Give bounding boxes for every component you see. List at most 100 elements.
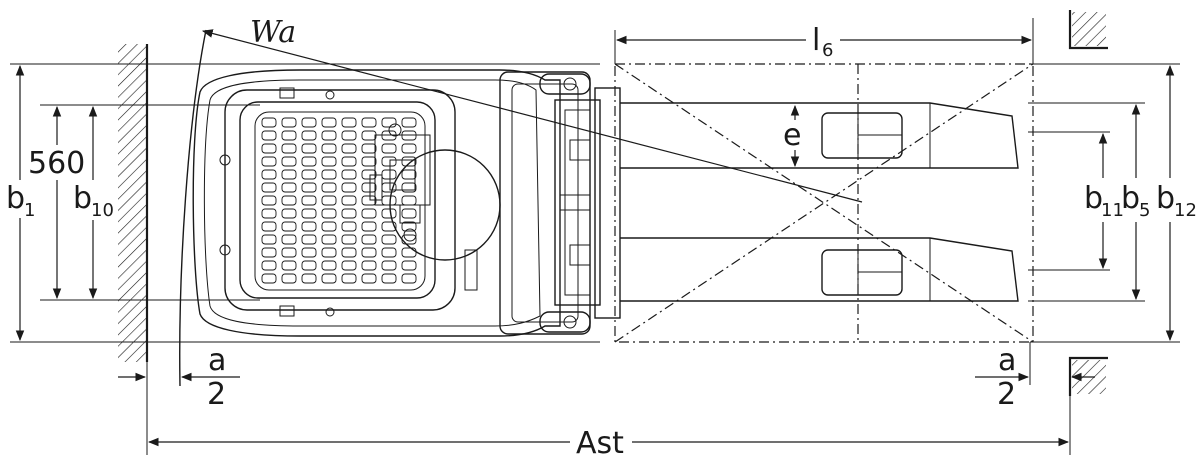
battery-cell: [261, 169, 277, 180]
battery-cell: [361, 221, 377, 232]
battery-cell: [321, 143, 337, 154]
dimension-a-half-right: a 2: [975, 343, 1095, 412]
battery-cell: [341, 195, 357, 206]
battery-cell: [321, 182, 337, 193]
b1-subscript: 1: [24, 200, 35, 221]
battery-cell: [361, 117, 377, 128]
b11-subscript: 11: [1101, 200, 1124, 221]
battery-cell: [301, 273, 317, 284]
battery-cell: [261, 273, 277, 284]
dimension-l6: l 6: [615, 23, 1033, 61]
battery-cell: [281, 195, 297, 206]
battery-cell: [381, 195, 397, 206]
battery-cell: [261, 221, 277, 232]
battery-cell: [261, 117, 277, 128]
battery-cell: [321, 156, 337, 167]
battery-cell: [261, 247, 277, 258]
dimension-b11: b 11: [1084, 132, 1124, 270]
battery-cell: [341, 234, 357, 245]
battery-cell: [281, 221, 297, 232]
battery-cell: [321, 208, 337, 219]
battery-cell: [281, 130, 297, 141]
battery-cell: [321, 247, 337, 258]
battery-cell: [401, 247, 417, 258]
battery-cell: [281, 182, 297, 193]
dimension-b10: b 10: [73, 105, 114, 300]
battery-cell: [341, 273, 357, 284]
battery-cell: [301, 221, 317, 232]
battery-cell: [321, 221, 337, 232]
battery-cell: [301, 130, 317, 141]
battery-cell: [401, 208, 417, 219]
b1-label: b: [6, 181, 25, 216]
left-wall: [118, 44, 149, 362]
b5-subscript: 5: [1139, 200, 1150, 221]
l6-subscript: 6: [822, 40, 833, 61]
battery-cell: [401, 143, 417, 154]
battery-cell: [301, 143, 317, 154]
l6-label: l: [812, 23, 820, 58]
a-left-numerator: a: [208, 343, 226, 378]
battery-cell: [381, 260, 397, 271]
battery-cell: [321, 195, 337, 206]
battery-cell: [321, 273, 337, 284]
dimension-b5: b 5: [1121, 103, 1150, 301]
a-left-denominator: 2: [207, 377, 226, 412]
battery-cell: [301, 195, 317, 206]
pallet-outline: [614, 63, 1034, 343]
battery-cell: [261, 143, 277, 154]
battery-cell: [361, 143, 377, 154]
battery-cell: [281, 117, 297, 128]
battery-cell: [341, 143, 357, 154]
wa-radius: Wa: [179, 15, 863, 387]
reference-lines: [10, 63, 1180, 343]
battery-cell: [321, 169, 337, 180]
battery-cell: [341, 260, 357, 271]
battery-cell: [381, 208, 397, 219]
wa-label: Wa: [250, 15, 296, 50]
battery-cell: [321, 130, 337, 141]
battery-cell: [341, 221, 357, 232]
b12-label: b: [1156, 181, 1175, 216]
a-right-denominator: 2: [997, 377, 1016, 412]
battery-cell: [381, 247, 397, 258]
battery-cell: [261, 182, 277, 193]
battery-cell: [381, 234, 397, 245]
battery-cell: [281, 208, 297, 219]
b11-label: b: [1084, 181, 1103, 216]
battery-cell: [321, 234, 337, 245]
battery-cell: [401, 260, 417, 271]
battery-cell: [361, 260, 377, 271]
battery-cell: [301, 117, 317, 128]
battery-cell: [301, 156, 317, 167]
battery-cell: [321, 117, 337, 128]
b10-subscript: 10: [91, 200, 114, 221]
battery-cell: [301, 234, 317, 245]
battery-cell: [261, 260, 277, 271]
battery-cell: [281, 143, 297, 154]
battery-cell: [261, 156, 277, 167]
b5-label: b: [1121, 181, 1140, 216]
battery-cell: [381, 221, 397, 232]
battery-cell: [261, 195, 277, 206]
fork-lower: [620, 237, 1019, 302]
battery-cell: [301, 169, 317, 180]
battery-cell: [401, 156, 417, 167]
battery-cell: [401, 273, 417, 284]
battery-cells: [261, 117, 417, 284]
dimension-560: 560: [28, 105, 85, 300]
fork-upper: [620, 102, 1019, 169]
battery-cell: [341, 117, 357, 128]
battery-cell: [341, 247, 357, 258]
battery-cell: [341, 130, 357, 141]
a-right-numerator: a: [998, 343, 1016, 378]
battery-cell: [381, 273, 397, 284]
battery-cell: [261, 130, 277, 141]
battery-cell: [361, 247, 377, 258]
b12-subscript: 12: [1174, 200, 1197, 221]
battery-cell: [381, 117, 397, 128]
dimension-e: e: [783, 104, 801, 168]
battery-cell: [281, 247, 297, 258]
battery-cell: [321, 260, 337, 271]
